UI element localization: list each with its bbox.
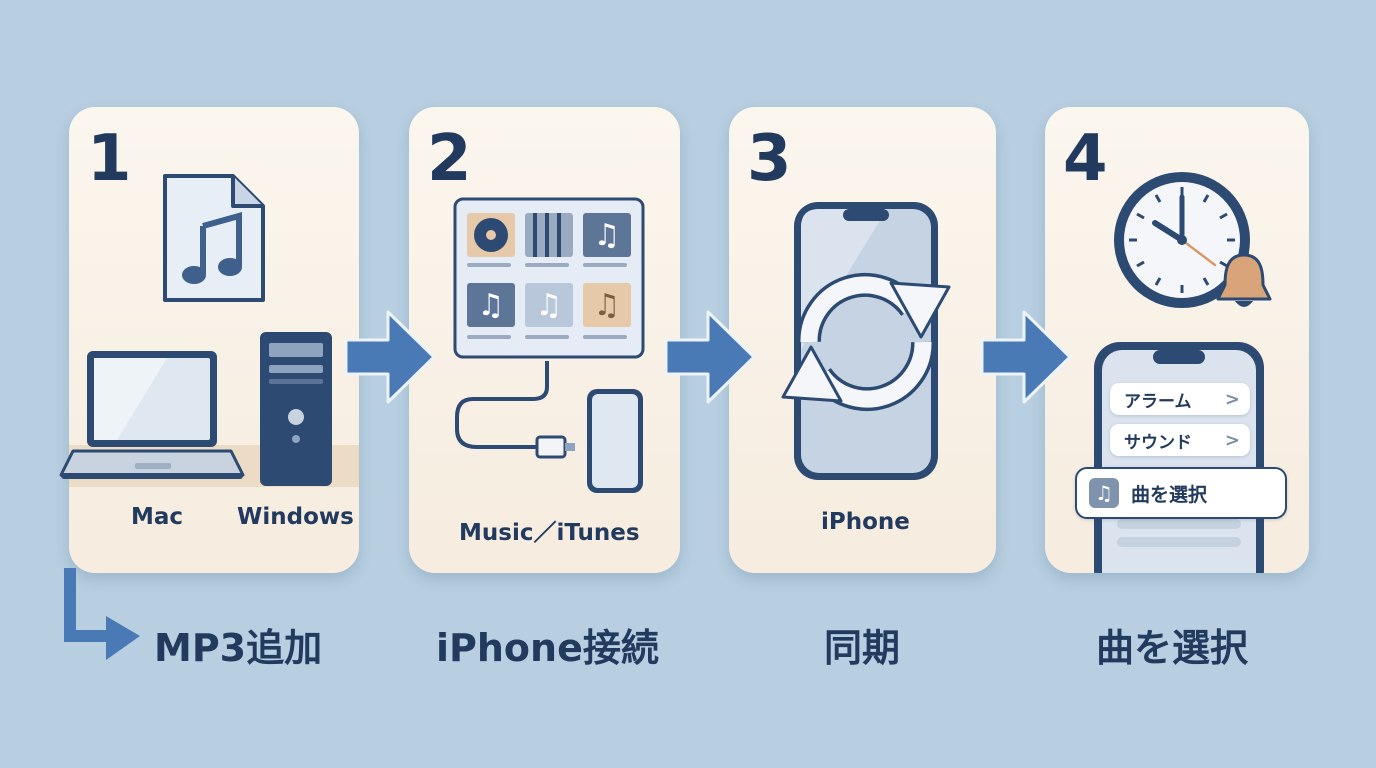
music-library-screen-icon: ♫ ♫ ♫ ♫ <box>453 197 645 359</box>
menu-item-choose-song-label: 曲を選択 <box>1131 483 1208 506</box>
step-4-number: 4 <box>1063 122 1108 196</box>
menu-item-sound-label: サウンド <box>1124 432 1192 453</box>
step-1-number: 1 <box>87 122 132 196</box>
step-3-caption: 同期 <box>824 626 901 670</box>
menu-item-alarm-label: アラーム <box>1124 391 1192 412</box>
step-3-card: 3 iPhone <box>729 107 996 573</box>
menu-item-alarm[interactable]: アラーム > <box>1110 383 1250 415</box>
iphone-icon <box>587 389 643 493</box>
step-2-card: 2 ♫ ♫ ♫ ♫ <box>409 107 680 573</box>
step-2-number: 2 <box>427 122 472 196</box>
iphone-icon <box>1094 342 1264 573</box>
svg-text:♫: ♫ <box>594 218 621 253</box>
desktop-tower-icon <box>260 332 332 486</box>
bend-arrow-step-1 <box>64 568 140 660</box>
chevron-right-icon: > <box>1224 388 1240 410</box>
label-music-itunes: Music／iTunes <box>459 520 640 546</box>
menu-item-choose-song[interactable]: ♫ 曲を選択 <box>1075 467 1287 519</box>
menu-item-sound[interactable]: サウンド > <box>1110 424 1250 456</box>
clock-icon <box>1114 172 1250 308</box>
label-windows: Windows <box>237 504 354 530</box>
music-file-icon <box>163 174 265 302</box>
label-iphone: iPhone <box>821 509 910 535</box>
svg-text:♫: ♫ <box>594 288 621 323</box>
svg-text:♫: ♫ <box>478 288 505 323</box>
step-1-caption: MP3追加 <box>154 626 323 670</box>
music-note-icon: ♫ <box>1089 478 1119 508</box>
flow-arrow-2-3 <box>664 310 756 404</box>
step-2-caption: iPhone接続 <box>436 626 659 670</box>
step-4-caption: 曲を選択 <box>1096 626 1249 670</box>
step-1-card: 1 Mac Windows <box>59 107 359 573</box>
lightning-cable-icon <box>455 361 575 459</box>
sync-arrows-icon <box>781 272 951 412</box>
flow-arrow-3-4 <box>980 310 1072 404</box>
laptop-icon <box>59 351 245 479</box>
svg-text:♫: ♫ <box>536 288 563 323</box>
label-mac: Mac <box>131 504 184 530</box>
step-3-number: 3 <box>747 122 792 196</box>
bell-icon <box>1216 247 1272 307</box>
chevron-right-icon: > <box>1224 429 1240 451</box>
step-4-card: 4 <box>1045 107 1309 573</box>
flow-arrow-1-2 <box>344 310 436 404</box>
